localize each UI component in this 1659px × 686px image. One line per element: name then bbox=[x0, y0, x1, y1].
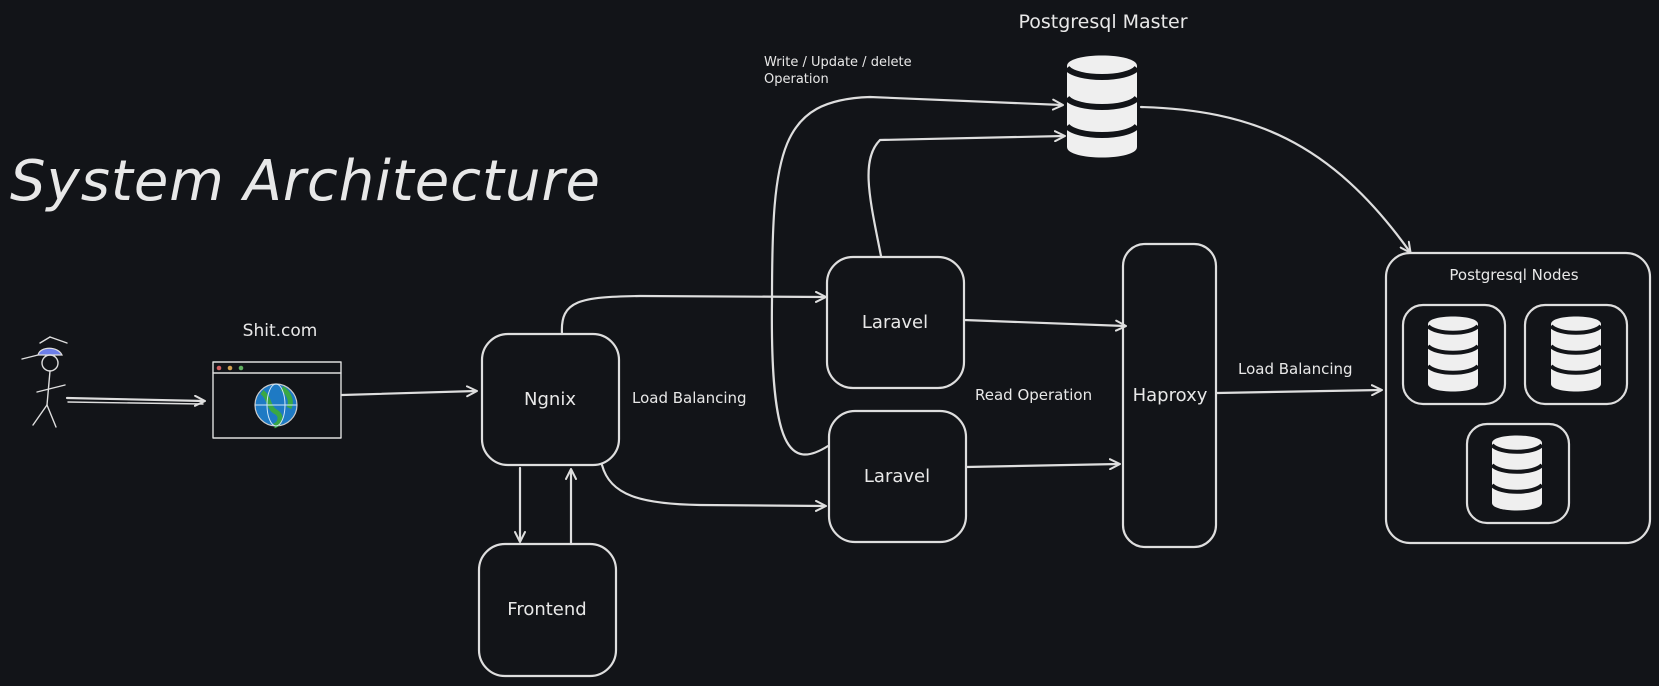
write-operation-label-line2: Operation bbox=[764, 72, 829, 87]
database-icon bbox=[1549, 316, 1603, 392]
browser-window-icon bbox=[212, 361, 342, 439]
frontend-node: Frontend bbox=[477, 542, 618, 678]
write-operation-label-line1: Write / Update / delete bbox=[764, 55, 912, 70]
diagram-title: System Architecture bbox=[10, 149, 601, 214]
website-label: Shit.com bbox=[243, 321, 318, 341]
haproxy-label: Haproxy bbox=[1133, 385, 1208, 406]
postgres-nodes-group: Postgresql Nodes bbox=[1384, 251, 1652, 545]
laravel-bottom-label: Laravel bbox=[864, 466, 930, 487]
haproxy-node: Haproxy bbox=[1121, 242, 1218, 549]
laravel-bottom-node: Laravel bbox=[827, 409, 968, 544]
haproxy-load-balancing-label: Load Balancing bbox=[1238, 360, 1353, 378]
nginx-load-balancing-label: Load Balancing bbox=[632, 389, 747, 407]
ngnix-label: Ngnix bbox=[524, 389, 576, 410]
ngnix-node: Ngnix bbox=[480, 332, 621, 467]
user-icon bbox=[21, 336, 68, 428]
globe-icon bbox=[254, 383, 298, 429]
frontend-label: Frontend bbox=[507, 599, 586, 620]
postgres-nodes-label: Postgresql Nodes bbox=[1449, 266, 1578, 284]
database-icon bbox=[1490, 435, 1544, 511]
postgres-master-label: Postgresql Master bbox=[1018, 11, 1187, 33]
laravel-top-label: Laravel bbox=[862, 312, 928, 333]
read-operation-label: Read Operation bbox=[975, 386, 1092, 404]
database-icon bbox=[1064, 55, 1140, 158]
database-icon bbox=[1426, 316, 1480, 392]
laravel-top-node: Laravel bbox=[825, 255, 966, 390]
